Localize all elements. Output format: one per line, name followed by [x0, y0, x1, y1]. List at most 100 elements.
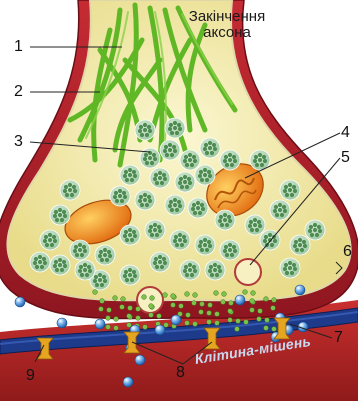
vesicle — [250, 150, 270, 170]
ion — [235, 295, 245, 305]
ion — [95, 319, 105, 329]
neurotransmitter — [228, 318, 233, 323]
vesicle — [75, 260, 95, 280]
callout-6: 6 — [343, 244, 352, 260]
vesicle — [165, 195, 185, 215]
neurotransmitter — [143, 325, 148, 330]
neurotransmitter — [272, 298, 277, 303]
vesicle — [180, 260, 200, 280]
axon-terminal — [0, 0, 358, 319]
vesicle — [165, 118, 185, 138]
neurotransmitter — [93, 290, 98, 295]
vesicle — [110, 186, 130, 206]
vesicle — [150, 252, 170, 272]
vesicle — [135, 190, 155, 210]
neurotransmitter — [150, 296, 155, 301]
neurotransmitter — [215, 321, 220, 326]
vesicle — [120, 165, 140, 185]
vesicle — [280, 258, 300, 278]
vesicle — [50, 205, 70, 225]
neurotransmitter — [149, 313, 154, 318]
vesicle — [175, 172, 195, 192]
neurotransmitter — [114, 317, 119, 322]
neurotransmitter — [127, 323, 132, 328]
neurotransmitter — [185, 292, 190, 297]
vesicle — [205, 260, 225, 280]
neurotransmitter — [257, 317, 262, 322]
neurotransmitter — [157, 314, 162, 319]
ion — [15, 297, 25, 307]
neurotransmitter — [164, 323, 169, 328]
vesicle — [270, 200, 290, 220]
vesicle — [180, 150, 200, 170]
neurotransmitter — [106, 325, 111, 330]
neurotransmitter — [215, 312, 220, 317]
vesicle — [305, 220, 325, 240]
vesicle — [60, 180, 80, 200]
vesicle — [280, 180, 300, 200]
neurotransmitter — [192, 301, 197, 306]
neurotransmitter — [100, 299, 105, 304]
neurotransmitter — [258, 309, 263, 314]
callout-9: 9 — [26, 368, 35, 384]
neurotransmitter — [136, 307, 141, 312]
vesicle — [120, 265, 140, 285]
callout-3: 3 — [14, 134, 23, 150]
neurotransmitter — [214, 291, 219, 296]
neurotransmitter — [142, 295, 147, 300]
ion — [135, 355, 145, 365]
vesicle — [135, 120, 155, 140]
vesicle — [290, 235, 310, 255]
neurotransmitter — [179, 304, 184, 309]
vesicle — [195, 165, 215, 185]
vesicle — [195, 235, 215, 255]
vesicle — [220, 150, 240, 170]
neurotransmitter — [207, 311, 212, 316]
ion — [123, 377, 133, 387]
neurotransmitter — [121, 297, 126, 302]
vesicle — [188, 198, 208, 218]
neurotransmitter — [171, 294, 176, 299]
neurotransmitter — [163, 293, 168, 298]
figure-title-line2: аксона — [168, 24, 286, 41]
neurotransmitter — [229, 301, 234, 306]
neurotransmitter — [250, 308, 255, 313]
vesicle — [40, 230, 60, 250]
figure-title-line1: Закінчення — [168, 8, 286, 25]
neurotransmitter — [221, 300, 226, 305]
neurotransmitter — [222, 292, 227, 297]
neurotransmitter — [193, 293, 198, 298]
neurotransmitter — [200, 302, 205, 307]
neurotransmitter — [228, 309, 233, 314]
neurotransmitter — [244, 320, 249, 325]
vesicle — [30, 252, 50, 272]
ion — [295, 285, 305, 295]
vesicle — [160, 140, 180, 160]
neurotransmitter — [243, 290, 248, 295]
neurotransmitter — [272, 327, 277, 332]
ion — [171, 315, 181, 325]
vesicle — [50, 255, 70, 275]
vesicle — [220, 240, 240, 260]
neurotransmitter — [251, 291, 256, 296]
neurotransmitter — [207, 320, 212, 325]
neurotransmitter — [127, 314, 132, 319]
neurotransmitter — [113, 296, 118, 301]
neurotransmitter — [199, 310, 204, 315]
neurotransmitter — [171, 303, 176, 308]
neurotransmitter — [186, 313, 191, 318]
vesicle — [170, 230, 190, 250]
neurotransmitter — [265, 318, 270, 323]
vesicle — [200, 138, 220, 158]
vesicle — [70, 240, 90, 260]
neurotransmitter — [99, 307, 104, 312]
vesicle — [95, 245, 115, 265]
neurotransmitter — [236, 319, 241, 324]
vesicle — [120, 225, 140, 245]
neurotransmitter — [208, 303, 213, 308]
ion — [155, 325, 165, 335]
neurotransmitter — [264, 326, 269, 331]
neurotransmitter — [235, 327, 240, 332]
vesicle — [215, 210, 235, 230]
callout-8: 8 — [176, 365, 185, 381]
